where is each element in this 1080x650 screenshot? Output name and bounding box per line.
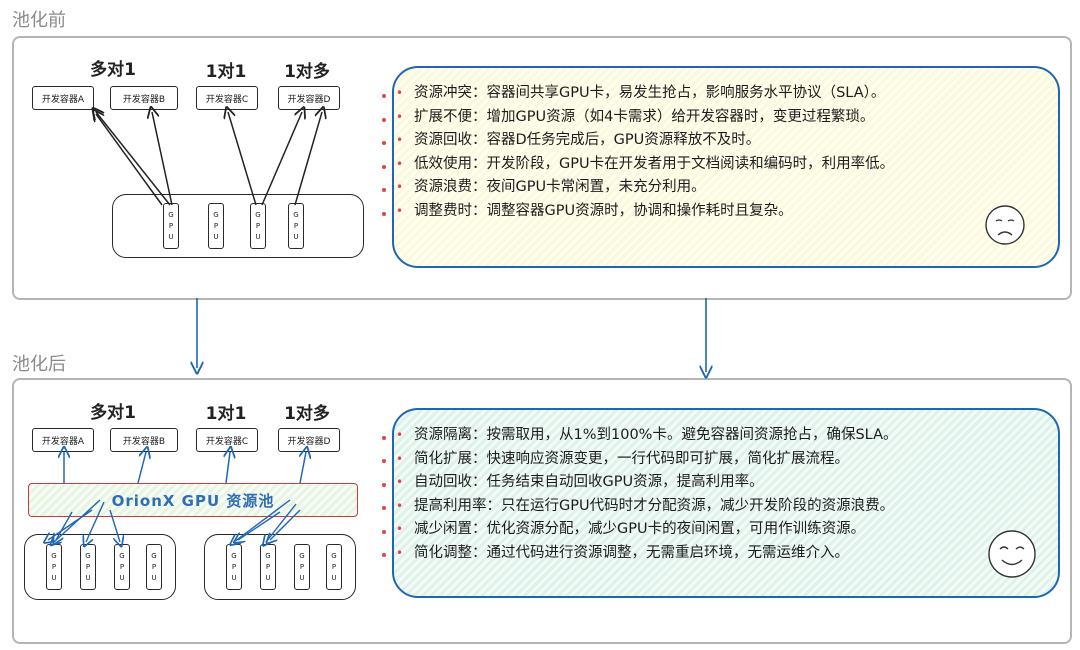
bullet-dot bbox=[382, 141, 386, 145]
container-b: 开发容器B bbox=[110, 86, 178, 110]
after-benefits-panel: •资源隔离：按需取用，从1%到100%卡。避免容器间资源抢占，确保SLA。 •简… bbox=[392, 408, 1060, 598]
link-line bbox=[56, 511, 73, 540]
ratio-one-to-many: 1对多 bbox=[284, 62, 330, 82]
benefit-item: •提高利用率：只在运行GPU代码时才分配资源，减少开发阶段的资源浪费。 bbox=[396, 497, 895, 514]
before-problems-panel: •资源冲突：容器间共享GPU卡，易发生抢占，影响服务水平协议（SLA）。 •扩展… bbox=[392, 66, 1060, 268]
bullet-dot bbox=[382, 436, 386, 440]
problem-item: •资源回收：容器D任务完成后，GPU资源释放不及时。 bbox=[396, 132, 761, 148]
link-line bbox=[266, 503, 297, 542]
before-bullets bbox=[382, 94, 386, 216]
after-section-title: 池化后 bbox=[12, 354, 66, 375]
ratio-many-to-one: 多对1 bbox=[90, 403, 136, 423]
after-pool-links bbox=[64, 452, 306, 484]
problem-item: •扩展不便：增加GPU资源（如4卡需求）给开发容器时，变更过程繁琐。 bbox=[396, 108, 875, 125]
bullet-dot bbox=[382, 459, 386, 463]
problem-item: •调整费时：调整容器GPU资源时，协调和操作耗时且复杂。 bbox=[396, 202, 793, 219]
smile-face-icon bbox=[988, 530, 1036, 578]
container-a: 开发容器A bbox=[32, 86, 94, 110]
before-links bbox=[96, 112, 322, 206]
bullet-dot bbox=[382, 553, 386, 557]
gpu-host bbox=[112, 194, 364, 258]
bullet-dot bbox=[382, 188, 386, 192]
bullet-dot bbox=[382, 212, 386, 216]
link-line bbox=[137, 452, 146, 484]
benefit-item: •减少闲置：优化资源分配，减少GPU卡的夜间闲置，可用作训练资源。 bbox=[396, 521, 866, 537]
ratio-one-to-one: 1对1 bbox=[205, 404, 247, 424]
after-gpu-links bbox=[48, 499, 301, 542]
link-line bbox=[270, 509, 301, 540]
bullet-dot bbox=[382, 165, 386, 169]
link-line bbox=[226, 452, 230, 484]
benefit-item: •简化扩展：快速响应资源变更，一行代码即可扩展，简化扩展流程。 bbox=[396, 450, 849, 467]
bullet-dot bbox=[382, 483, 386, 487]
bullet-dot bbox=[382, 530, 386, 534]
link-line bbox=[261, 112, 302, 206]
link-line bbox=[238, 511, 281, 540]
ratio-many-to-one: 多对1 bbox=[90, 60, 136, 80]
ratio-one-to-many: 1对多 bbox=[284, 404, 330, 424]
link-line bbox=[294, 112, 322, 206]
link-line bbox=[228, 112, 257, 206]
link-line bbox=[152, 112, 173, 206]
gpu-resource-pool: OrionX GPU 资源池 bbox=[28, 483, 358, 517]
link-line bbox=[96, 112, 171, 206]
after-bullets bbox=[382, 436, 386, 557]
link-line bbox=[234, 499, 291, 542]
bullet-dot bbox=[382, 94, 386, 98]
benefit-item: •简化调整：通过代码进行资源调整，无需重启环境，无需运维介入。 bbox=[396, 544, 849, 561]
container-d: 开发容器D bbox=[278, 86, 340, 110]
link-line bbox=[86, 501, 105, 542]
link-line bbox=[96, 114, 163, 206]
benefit-item: •自动回收：任务结束自动回收GPU资源，提高利用率。 bbox=[396, 474, 764, 490]
container-a: 开发容器A bbox=[32, 428, 94, 452]
problem-item: •低效使用：开发阶段，GPU卡在开发者用于文档阅读和编码时，利用率低。 bbox=[396, 155, 895, 172]
bullet-dot bbox=[382, 118, 386, 122]
link-line bbox=[300, 452, 306, 484]
problem-item: •资源浪费：夜间GPU卡常闲置，未充分利用。 bbox=[396, 179, 706, 195]
before-section-title: 池化前 bbox=[12, 10, 66, 31]
link-line bbox=[109, 509, 120, 542]
problem-item: •资源冲突：容器间共享GPU卡，易发生抢占，影响服务水平协议（SLA）。 bbox=[396, 85, 886, 101]
ratio-one-to-one: 1对1 bbox=[205, 62, 247, 82]
benefit-item: •资源隔离：按需取用，从1%到100%卡。避免容器间资源抢占，确保SLA。 bbox=[396, 427, 898, 443]
bullet-dot bbox=[382, 506, 386, 510]
sad-face-icon bbox=[985, 205, 1025, 245]
